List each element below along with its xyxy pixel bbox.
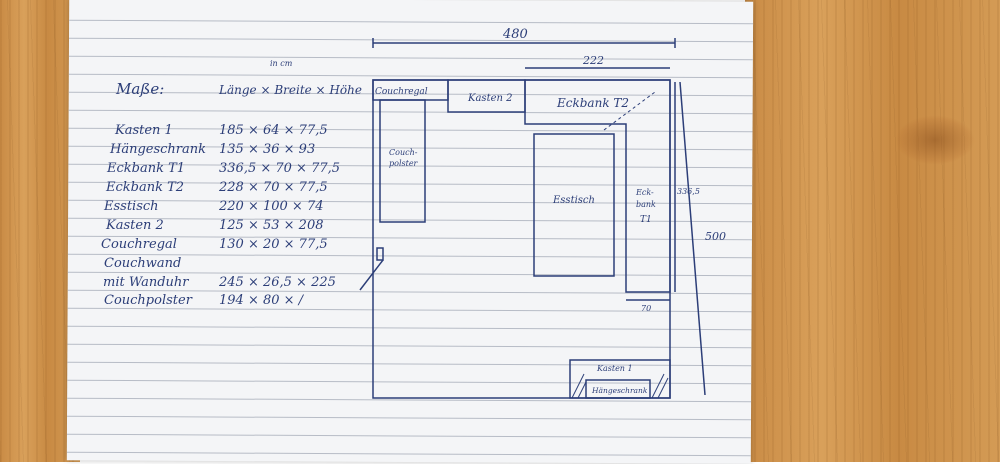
row-name: Eckbank T2 bbox=[105, 180, 184, 195]
row-name: Couchpolster bbox=[104, 293, 193, 308]
wood-table-right bbox=[745, 0, 1000, 462]
kasten2-label: Kasten 2 bbox=[467, 93, 512, 104]
eckbank-t2-label: Eckbank T2 bbox=[556, 96, 629, 110]
row-name: Kasten 1 bbox=[114, 123, 173, 138]
dim-bank-depth-label: 70 bbox=[641, 304, 651, 313]
table-columns: Länge × Breite × Höhe bbox=[218, 83, 362, 97]
eckbank-t1-label-1: Eck- bbox=[635, 188, 654, 197]
couchregal-label: Couchregal bbox=[375, 87, 428, 97]
couchpolster-label-2: polster bbox=[389, 159, 419, 168]
row-name: mit Wanduhr bbox=[103, 275, 189, 290]
paper-sheet bbox=[66, 0, 754, 464]
row-name: Hängeschrank bbox=[109, 142, 206, 157]
row-dims: 194 × 80 × / bbox=[219, 293, 305, 308]
row-name: Couchwand bbox=[104, 256, 181, 271]
eckbank-t1-label-3: T1 bbox=[640, 215, 652, 225]
haengeschrank-label: Hängeschrank bbox=[591, 386, 648, 395]
couchpolster-label-1: Couch- bbox=[389, 148, 418, 157]
dim-line-height bbox=[679, 81, 706, 396]
row-name: Couchregal bbox=[101, 237, 177, 252]
table-heading: Maße: bbox=[115, 80, 164, 98]
wanduhr-marker bbox=[376, 247, 384, 261]
kasten1-label: Kasten 1 bbox=[596, 364, 633, 373]
unit-note: in cm bbox=[270, 59, 293, 68]
couchpolster-shape bbox=[379, 99, 426, 223]
wood-knot bbox=[895, 115, 975, 165]
eckbank-t1-label-2: bank bbox=[636, 200, 656, 209]
esstisch-label: Esstisch bbox=[552, 195, 595, 206]
kasten1-hatching bbox=[571, 373, 669, 399]
row-dims: 125 × 53 × 208 bbox=[219, 218, 323, 233]
dim-bank-top-label: 222 bbox=[582, 54, 604, 67]
esstisch-shape bbox=[533, 133, 615, 277]
dim-bank-side-label: 336,5 bbox=[677, 187, 700, 196]
haengeschrank-shape bbox=[585, 379, 651, 399]
row-dims: 220 × 100 × 74 bbox=[218, 199, 323, 214]
row-dims: 130 × 20 × 77,5 bbox=[219, 237, 328, 252]
dim-width-label: 480 bbox=[502, 27, 528, 42]
row-dims: 135 × 36 × 93 bbox=[219, 142, 315, 157]
wood-table-left bbox=[0, 0, 80, 462]
eckbank-shape bbox=[524, 79, 671, 293]
row-dims: 228 × 70 × 77,5 bbox=[218, 180, 328, 195]
row-name: Eckbank T1 bbox=[106, 161, 185, 176]
row-name: Esstisch bbox=[103, 199, 159, 214]
row-dims: 245 × 26,5 × 225 bbox=[218, 275, 336, 290]
dim-height-label: 500 bbox=[705, 230, 726, 243]
row-dims: 185 × 64 × 77,5 bbox=[219, 123, 328, 138]
row-dims: 336,5 × 70 × 77,5 bbox=[219, 161, 340, 176]
ruled-lines bbox=[66, 19, 754, 457]
row-name: Kasten 2 bbox=[105, 218, 164, 233]
